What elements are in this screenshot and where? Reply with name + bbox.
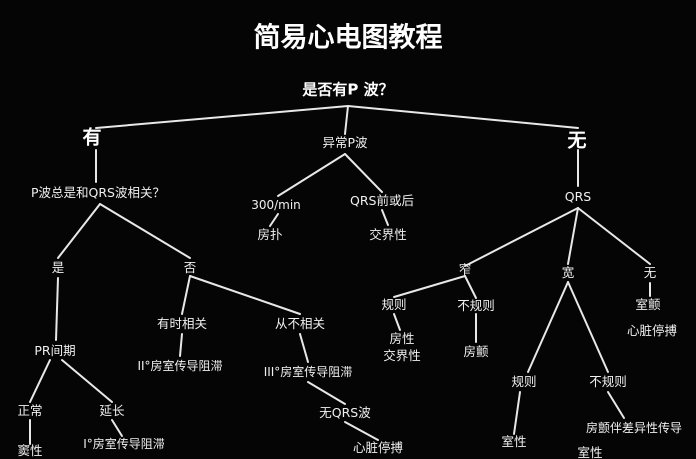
edge-narrow-regular [393,275,466,298]
node-cardiac-arrest-1: 心脏停搏 [352,439,404,455]
edge-noqrs-arrest [344,421,379,441]
node-never-related: 从不相关 [274,315,326,331]
node-always-no: 否 [183,259,197,275]
edge-wide-regular [527,281,569,373]
edge-no-sometimes [181,275,191,315]
node-junctional: 交界性 [369,226,407,242]
edge-qrs-junctional [381,209,389,226]
node-no-qrs-wave: 无QRS波 [319,404,371,420]
node-ventricular-1: 室性 [501,433,527,449]
node-atrial-flutter: 房扑 [257,226,283,242]
node-root-question: 是否有P 波？ [302,80,394,99]
edge-yes-pr [55,277,59,341]
node-qrs-narrow: 窄 [458,261,472,277]
edge-abnormal-qrs [344,153,383,193]
edge-pr-prolonged [61,359,113,403]
node-av-block-2: II°房室传导阻滞 [137,359,223,373]
edge-pr-normal [29,359,51,403]
edge-irregular-aberrant [607,391,625,419]
node-qrs-before-after: QRS前或后 [350,192,414,208]
node-pr-interval: PR间期 [34,342,76,358]
node-cardiac-arrest-2: 心脏停搏 [626,322,678,338]
edge-qrs-none [577,207,651,265]
node-qrs-none: 无 [643,264,657,280]
node-av-block-3: III°房室传导阻滞 [263,365,353,379]
node-atrial-junctional: 房性 交界性 [383,331,421,363]
edge-prolonged-block1 [111,419,123,437]
edge-narrow-irregular [464,275,477,299]
node-rate-300: 300/min [251,198,301,212]
edge-qrs-wide [567,207,579,265]
edge-qrs-narrow [464,207,579,267]
node-qrs-wide: 宽 [561,264,575,280]
node-no-p: 无 [567,129,587,152]
node-sinus: 窦性 [17,442,43,458]
edge-root-no [347,105,579,129]
edge-300-flutter [269,213,279,227]
node-wide-regular: 规则 [511,373,537,389]
node-wide-irregular: 不规则 [589,373,627,389]
node-atrial-fib: 房颤 [463,343,489,359]
edge-wide-irregular [567,281,609,373]
node-qrs: QRS [564,188,592,204]
node-ventricular-fib: 室颤 [635,296,661,312]
edge-block3-noqrs [307,381,346,405]
edge-root-abnormal [344,105,349,135]
diagram-title: 简易心电图教程 [253,22,443,54]
edge-never-block3 [299,333,309,363]
node-abnormal-p: 异常P波 [322,134,368,150]
edge-question-yes [57,203,101,259]
node-pr-normal: 正常 [17,402,43,418]
edge-regular-atrial [393,313,401,331]
edge-root-yes [95,105,349,129]
node-ventricular-2: 室性 [577,444,603,459]
node-has-p: 有 [82,126,102,149]
node-p-qrs-related-question: P波总是和QRS波相关？ [31,184,165,200]
edge-sometimes-block2 [179,333,183,357]
node-av-block-1: I°房室传导阻滞 [83,437,165,451]
edge-no-never [189,275,301,315]
node-sometimes-related: 有时相关 [156,315,208,331]
edge-question-no [99,203,191,259]
node-narrow-irregular: 不规则 [457,297,495,313]
node-afib-aberrant-conduction: 房颤伴差异性传导 [585,421,683,435]
node-pr-prolonged: 延长 [99,402,125,418]
node-narrow-regular: 规则 [381,296,407,312]
edge-regular-vent [513,391,521,435]
node-always-yes: 是 [51,259,65,275]
edge-abnormal-300 [277,153,346,197]
